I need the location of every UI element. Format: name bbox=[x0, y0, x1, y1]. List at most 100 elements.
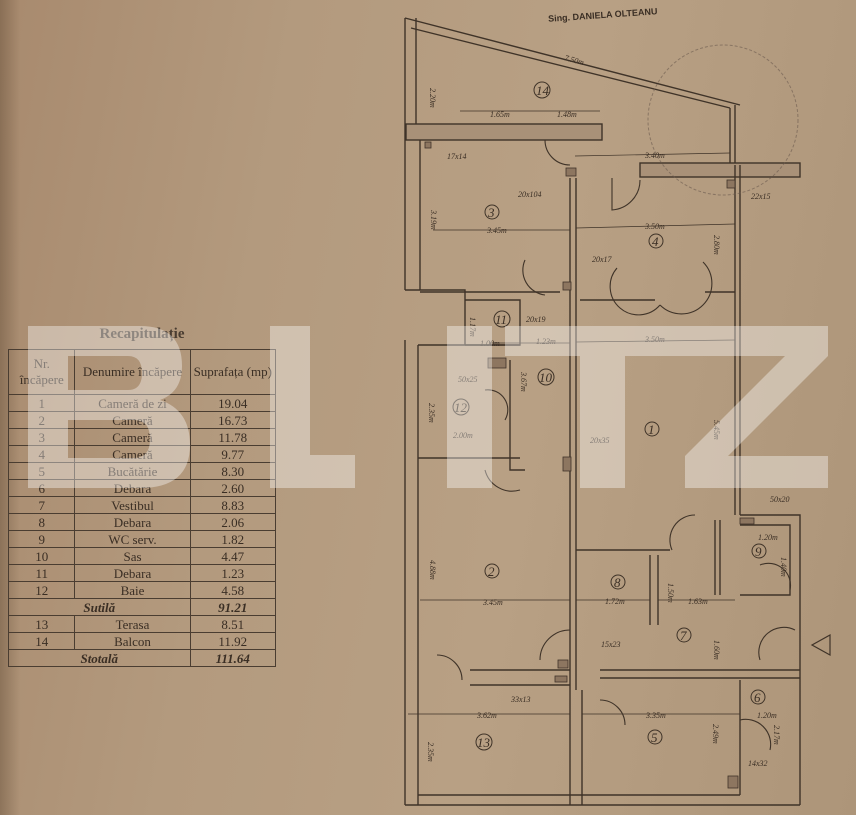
cell-nr: 4 bbox=[7, 445, 76, 463]
cell-name: WC serv. bbox=[74, 530, 191, 548]
cell-area: 11.78 bbox=[189, 428, 277, 446]
stamp-seal bbox=[647, 44, 799, 196]
cell-nr: 7 bbox=[7, 496, 76, 514]
dim-r2-width: 3.45m bbox=[482, 598, 503, 607]
cell-area: 8.30 bbox=[189, 462, 277, 480]
total-label: Stotală bbox=[8, 649, 191, 667]
room-number-1: 1 bbox=[648, 422, 655, 437]
cell-area: 4.58 bbox=[189, 581, 277, 599]
cell-nr: 9 bbox=[7, 530, 76, 548]
duct-label-2: 20x104 bbox=[518, 190, 542, 199]
cell-name: Debara bbox=[74, 479, 191, 497]
room-number-2: 2 bbox=[488, 564, 495, 579]
header-area: Suprafața (mp) bbox=[189, 349, 277, 395]
cell-nr: 5 bbox=[7, 462, 76, 480]
dim-r10-height: 3.67m bbox=[519, 371, 528, 392]
cell-area: 8.51 bbox=[189, 615, 277, 633]
cell-nr: 3 bbox=[7, 428, 76, 446]
cell-area: 2.06 bbox=[189, 513, 277, 531]
cell-area: 2.60 bbox=[189, 479, 277, 497]
cell-area: 1.82 bbox=[189, 530, 277, 548]
dim-balcony-diagonal: 7.50m bbox=[563, 53, 585, 67]
room-number-6: 6 bbox=[754, 690, 761, 705]
cell-nr: 2 bbox=[7, 411, 76, 429]
duct-label-3: 22x15 bbox=[751, 192, 771, 201]
dim-r8-width: 1.72m bbox=[605, 597, 625, 606]
cell-nr: 14 bbox=[7, 632, 76, 650]
cell-name: Debara bbox=[74, 564, 191, 582]
duct-label-8: 50x20 bbox=[770, 495, 790, 504]
cell-name: Cameră bbox=[74, 428, 191, 446]
cell-nr: 12 bbox=[7, 581, 76, 599]
room-number-4: 4 bbox=[652, 234, 659, 249]
cell-nr: 6 bbox=[7, 479, 76, 497]
dim-balcony-w2: 1.48m bbox=[557, 110, 577, 119]
duct-label-10: 33x13 bbox=[510, 695, 531, 704]
cell-nr: 13 bbox=[7, 615, 76, 633]
dim-r13-width: 3.62m bbox=[476, 711, 497, 720]
dim-r8-height: 1.50m bbox=[666, 583, 675, 603]
table-header-row: Nr. încăpere Denumire încăpere Suprafața… bbox=[7, 349, 277, 395]
cell-area: 1.23 bbox=[189, 564, 277, 582]
cell-name: Balcon bbox=[74, 632, 191, 650]
room-number-14: 14 bbox=[536, 83, 550, 98]
dim-r7-height: 1.60m bbox=[712, 640, 721, 660]
duct-label-1: 17x14 bbox=[447, 152, 467, 161]
cell-name: Terasa bbox=[74, 615, 191, 633]
room-number-3: 3 bbox=[487, 205, 495, 220]
subtotal-label: Sutilă bbox=[8, 598, 191, 616]
dim-r4-height: 2.80m bbox=[712, 235, 721, 255]
dim-r13-height: 2.35m bbox=[426, 742, 435, 762]
dim-r3-width: 3.45m bbox=[486, 226, 507, 235]
subtotal-value: 91.21 bbox=[189, 598, 277, 616]
cell-name: Sas bbox=[74, 547, 191, 565]
cell-area: 11.92 bbox=[189, 632, 277, 650]
dim-r5-width: 3.35m bbox=[645, 711, 666, 720]
cell-nr: 1 bbox=[7, 394, 76, 412]
recap-table: Nr. încăpere Denumire încăpere Suprafața… bbox=[7, 349, 277, 667]
duct-label-7: 20x35 bbox=[590, 436, 610, 445]
dim-r12-height: 2.35m bbox=[427, 403, 436, 423]
north-triangle-icon bbox=[810, 633, 831, 657]
cell-name: Cameră de zi bbox=[74, 394, 191, 412]
dim-r10-width: 1.23m bbox=[536, 337, 556, 346]
dim-balcony-w1: 1.65m bbox=[490, 110, 510, 119]
duct-label-4: 20x17 bbox=[592, 255, 613, 264]
cell-name: Cameră bbox=[74, 445, 191, 463]
dim-r1-width: 3.50m bbox=[644, 335, 665, 344]
room-number-12: 12 bbox=[454, 400, 468, 415]
cell-name: Baie bbox=[74, 581, 191, 599]
dim-r1-height: 5.45m bbox=[712, 420, 721, 440]
dim-r6-height: 2.17m bbox=[772, 725, 781, 745]
duct-label-5: 20x19 bbox=[526, 315, 546, 324]
cell-area: 4.47 bbox=[189, 547, 277, 565]
cell-name: Cameră bbox=[74, 411, 191, 429]
cell-nr: 10 bbox=[7, 547, 76, 565]
cell-area: 16.73 bbox=[189, 411, 277, 429]
dim-r6-width: 1.20m bbox=[757, 711, 777, 720]
duct-label-9: 15x23 bbox=[601, 640, 621, 649]
cell-area: 8.83 bbox=[189, 496, 277, 514]
dim-r11-height: 1.17m bbox=[468, 317, 477, 337]
dim-balcony-height: 2.20m bbox=[428, 88, 437, 108]
room-number-9: 9 bbox=[755, 544, 762, 559]
cell-nr: 8 bbox=[7, 513, 76, 531]
dim-r3-height: 3.19m bbox=[429, 209, 438, 230]
room-number-10: 10 bbox=[539, 370, 553, 385]
room-number-5: 5 bbox=[651, 730, 658, 745]
cell-name: Vestibul bbox=[74, 496, 191, 514]
dim-r7-width: 1.63m bbox=[688, 597, 708, 606]
